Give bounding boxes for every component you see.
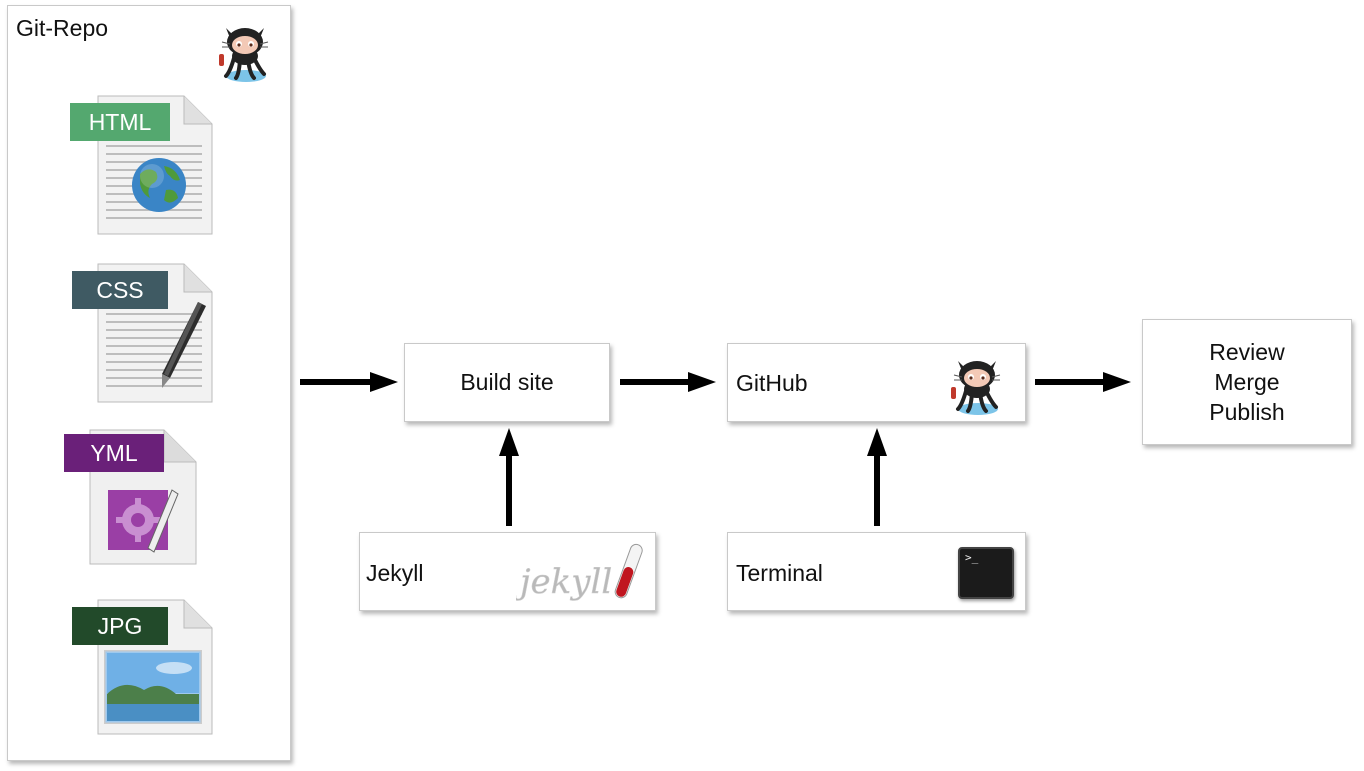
github-box[interactable]: GitHub	[727, 343, 1026, 422]
jekyll-logo-text: jekyll	[516, 562, 612, 602]
gear-icon	[108, 489, 179, 553]
css-file[interactable]: CSS	[68, 258, 218, 408]
build-site-box[interactable]: Build site	[404, 343, 610, 422]
git-repo-box: Git-Repo	[7, 5, 291, 761]
landscape-icon	[104, 650, 202, 724]
file-tag-jpg: JPG	[72, 607, 168, 645]
octocat-icon	[219, 28, 269, 82]
terminal-box[interactable]: Terminal >_	[727, 532, 1026, 611]
jekyll-label: Jekyll	[366, 560, 424, 586]
publish-label: Publish	[1209, 399, 1285, 425]
arrow-repo-to-build	[300, 372, 398, 392]
build-site-label: Build site	[460, 369, 554, 395]
review-merge-publish-box[interactable]: Review Merge Publish	[1142, 319, 1352, 445]
review-label: Review	[1209, 339, 1285, 365]
terminal-label: Terminal	[736, 560, 823, 586]
arrow-build-to-github	[620, 372, 716, 392]
file-tag-html: HTML	[70, 103, 170, 141]
yml-file[interactable]: YML	[62, 426, 212, 571]
jekyll-logo-icon: jekyll	[516, 543, 643, 602]
globe-icon	[132, 158, 186, 212]
jekyll-box[interactable]: Jekyll jekyll	[359, 532, 656, 611]
repo-title: Git-Repo	[16, 15, 109, 41]
terminal-prompt: >_	[965, 551, 979, 564]
pen-icon	[162, 302, 206, 388]
arrow-terminal-to-github	[867, 428, 887, 526]
arrow-jekyll-to-build	[499, 428, 519, 526]
html-file[interactable]: HTML	[68, 90, 218, 240]
terminal-icon: >_	[958, 547, 1014, 599]
arrow-github-to-review	[1035, 372, 1131, 392]
file-tag-css: CSS	[72, 271, 168, 309]
merge-label: Merge	[1214, 369, 1280, 395]
octocat-icon	[951, 361, 1001, 415]
file-tag-yml: YML	[64, 434, 164, 472]
jpg-file[interactable]: JPG	[68, 594, 218, 744]
github-label: GitHub	[736, 370, 808, 396]
